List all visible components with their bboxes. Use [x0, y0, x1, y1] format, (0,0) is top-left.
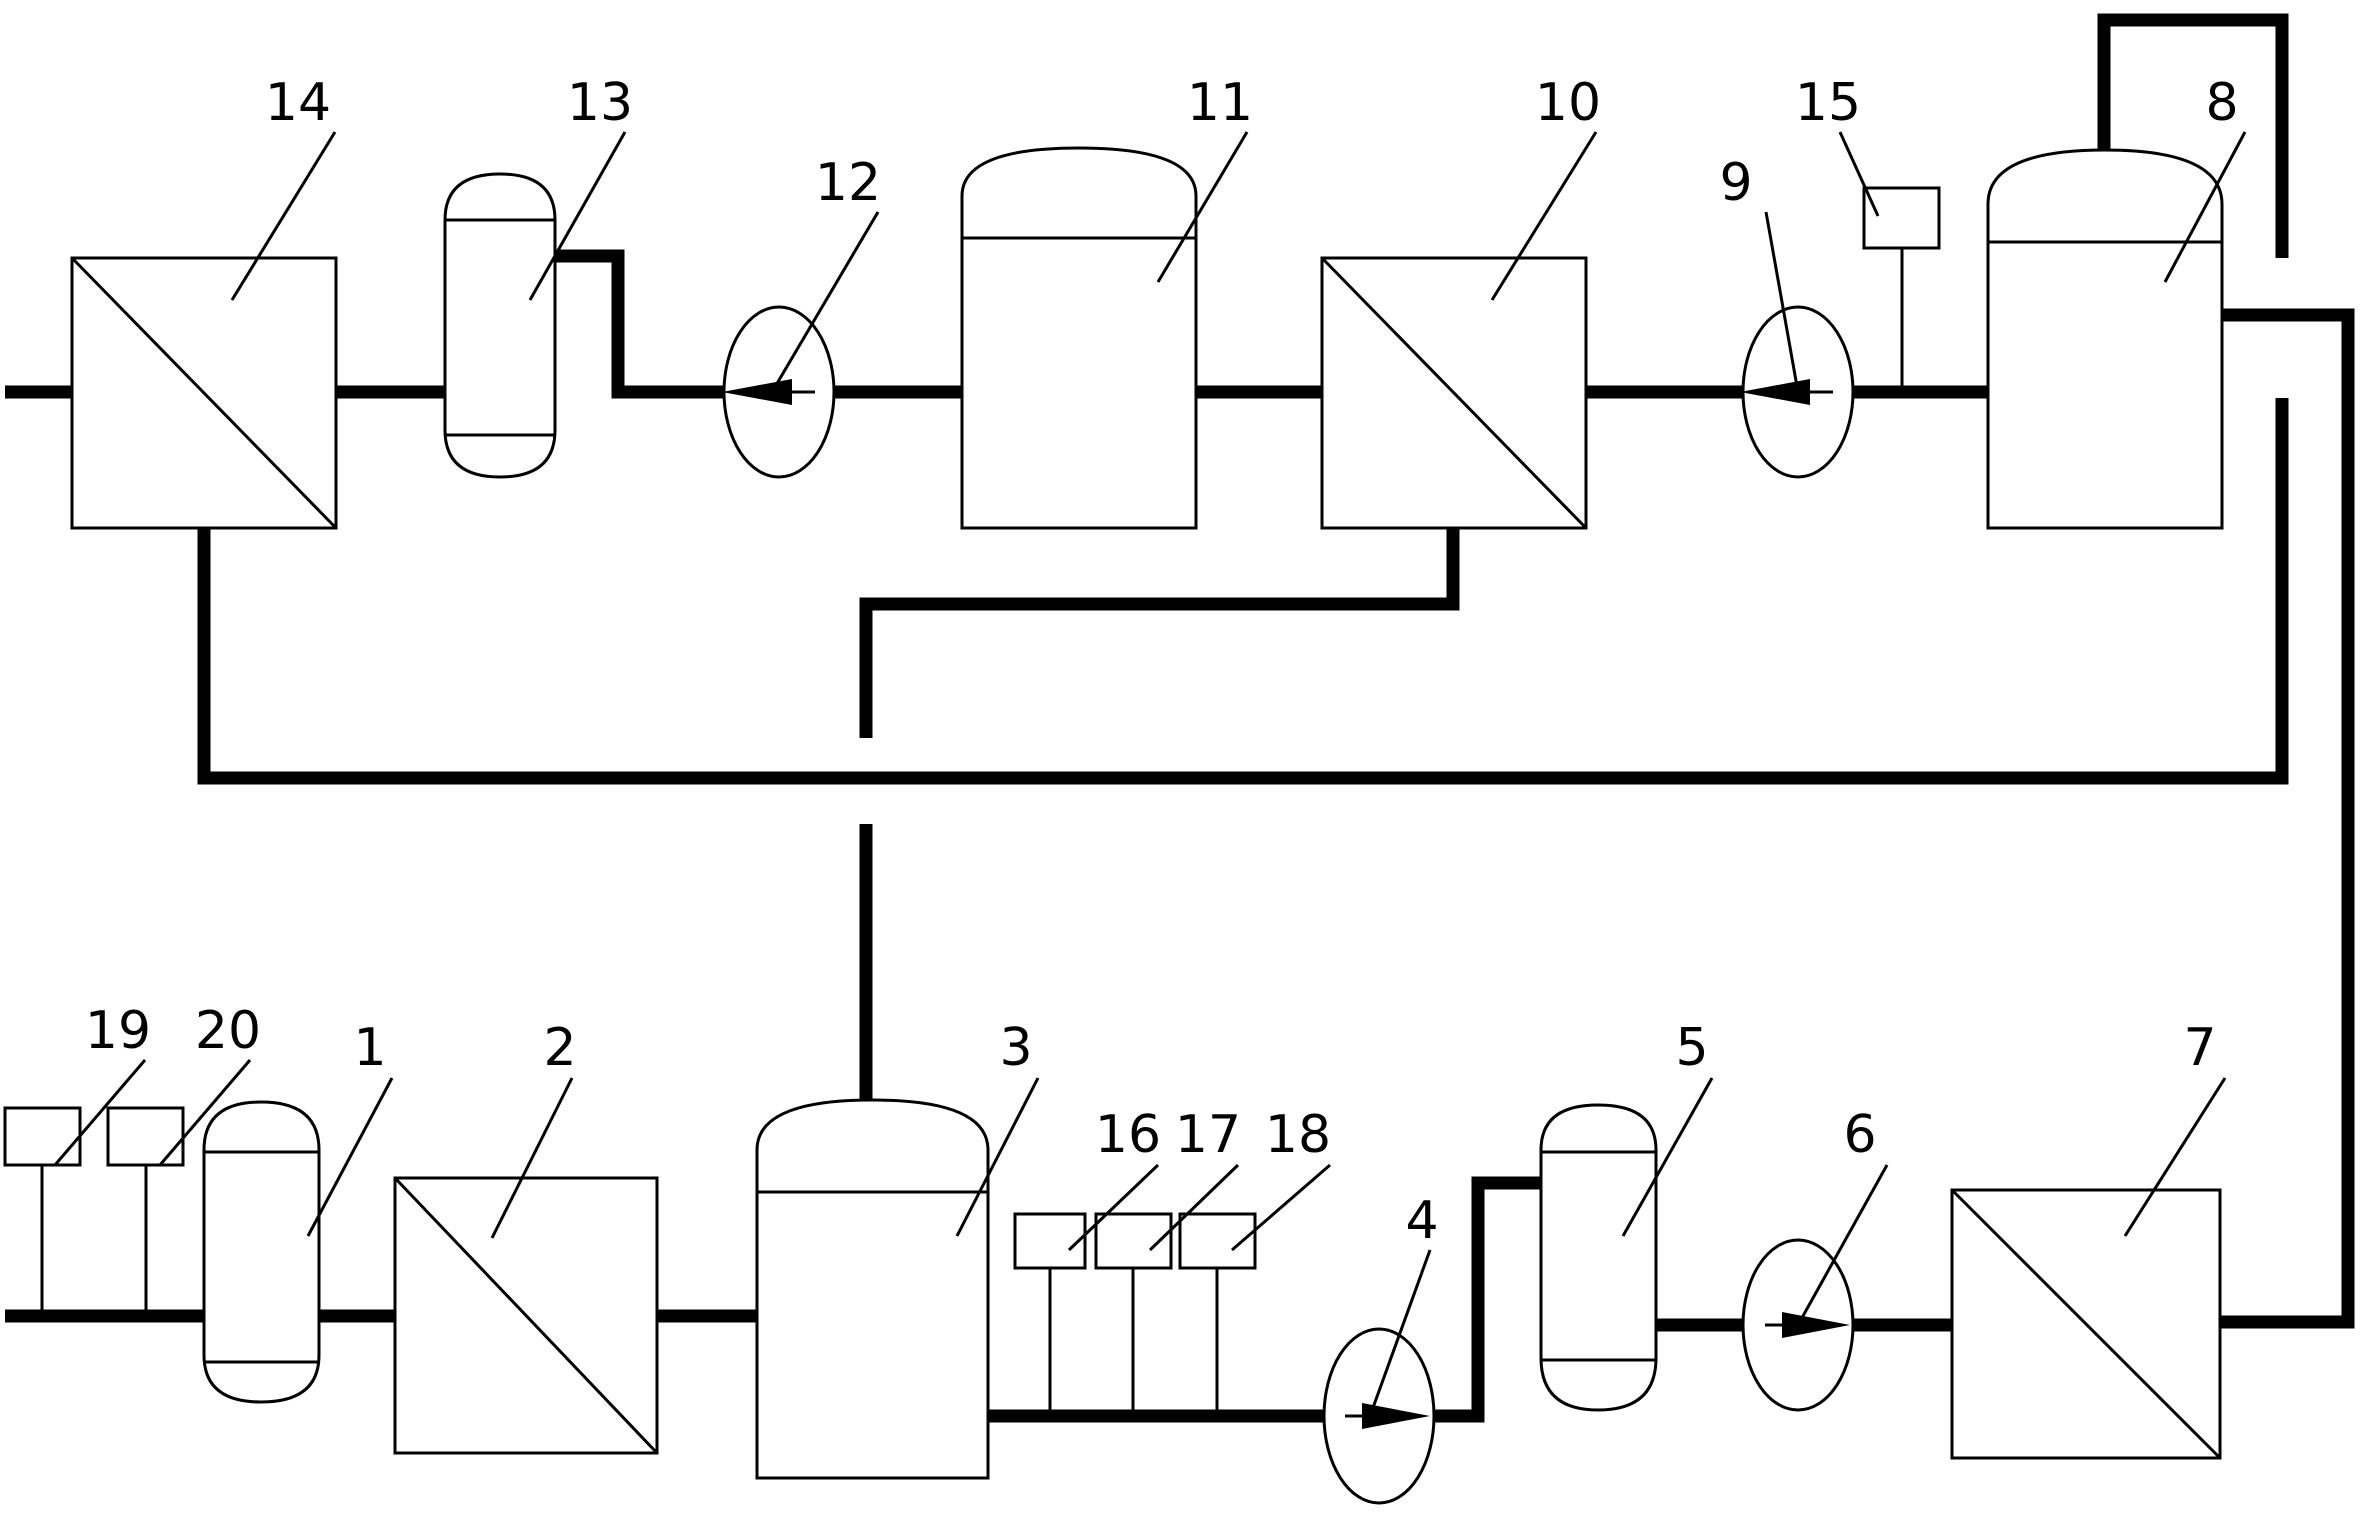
leader-4: [1368, 1249, 1432, 1417]
label-3: 3: [999, 1018, 1032, 1078]
label-12: 12: [815, 153, 881, 213]
pipe-7-to-8: [2220, 308, 2355, 1329]
leader-15: [1838, 131, 1880, 217]
leader-20: [158, 1059, 252, 1166]
vessel-1: [202, 1100, 321, 1404]
label-20: 20: [195, 1001, 261, 1061]
tank-8: [1986, 148, 2224, 530]
label-10: 10: [1535, 73, 1601, 133]
label-19: 19: [85, 1001, 151, 1061]
leader-14: [230, 131, 337, 301]
leader-8: [2163, 131, 2247, 283]
leader-19: [53, 1059, 147, 1166]
pipe-13-12: [555, 249, 724, 399]
label-18: 18: [1265, 1105, 1331, 1165]
instrument-16: [1013, 1212, 1087, 1270]
leader-10: [1490, 131, 1598, 301]
leader-6: [1796, 1164, 1889, 1326]
leader-16: [1067, 1163, 1160, 1252]
pipe-8-top-loop: [2097, 13, 2289, 258]
tank-11: [960, 146, 1198, 530]
pump-12: [722, 305, 836, 479]
label-15: 15: [1795, 73, 1861, 133]
label-2: 2: [543, 1018, 576, 1078]
pipes: [5, 13, 2355, 1423]
membrane-unit-10: [1320, 256, 1588, 530]
leader-3: [955, 1077, 1040, 1237]
tank-3: [755, 1098, 990, 1480]
component-labels: 14 13 12 11 10 9 15 8 19 20 1 2 3 16 17 …: [85, 73, 2239, 1251]
leader-9: [1764, 211, 1800, 393]
instrument-19: [3, 1106, 82, 1167]
label-4: 4: [1405, 1191, 1438, 1251]
membrane-unit-7: [1950, 1188, 2222, 1460]
leader-17: [1148, 1163, 1240, 1252]
pump-4: [1322, 1327, 1436, 1505]
label-11: 11: [1187, 73, 1253, 133]
instrument-15: [1862, 186, 1941, 250]
vessel-13: [443, 172, 557, 479]
leader-18: [1231, 1163, 1331, 1252]
pipe-return-14: [197, 398, 2289, 785]
label-14: 14: [265, 73, 331, 133]
pipe-10-down: [859, 528, 1460, 738]
leader-7: [2123, 1077, 2227, 1237]
label-8: 8: [2205, 73, 2238, 133]
label-9: 9: [1719, 153, 1752, 213]
label-7: 7: [2183, 1018, 2216, 1078]
instrument-20: [106, 1106, 185, 1167]
leader-5: [1621, 1077, 1714, 1237]
pipe-4-5: [1434, 1176, 1541, 1423]
leader-lines: [53, 131, 2247, 1417]
leader-1: [306, 1077, 394, 1237]
label-16: 16: [1095, 1105, 1161, 1165]
membrane-unit-14: [70, 256, 338, 530]
label-6: 6: [1843, 1105, 1876, 1165]
leader-12: [770, 211, 880, 393]
membrane-unit-2: [393, 1176, 659, 1455]
leader-2: [490, 1077, 574, 1239]
instrument-taps: [40, 248, 1904, 1416]
label-17: 17: [1175, 1105, 1241, 1165]
label-13: 13: [567, 73, 633, 133]
leader-11: [1156, 131, 1249, 283]
label-5: 5: [1675, 1018, 1708, 1078]
label-1: 1: [353, 1018, 386, 1078]
vessel-5: [1539, 1103, 1658, 1412]
leader-13: [528, 131, 627, 301]
